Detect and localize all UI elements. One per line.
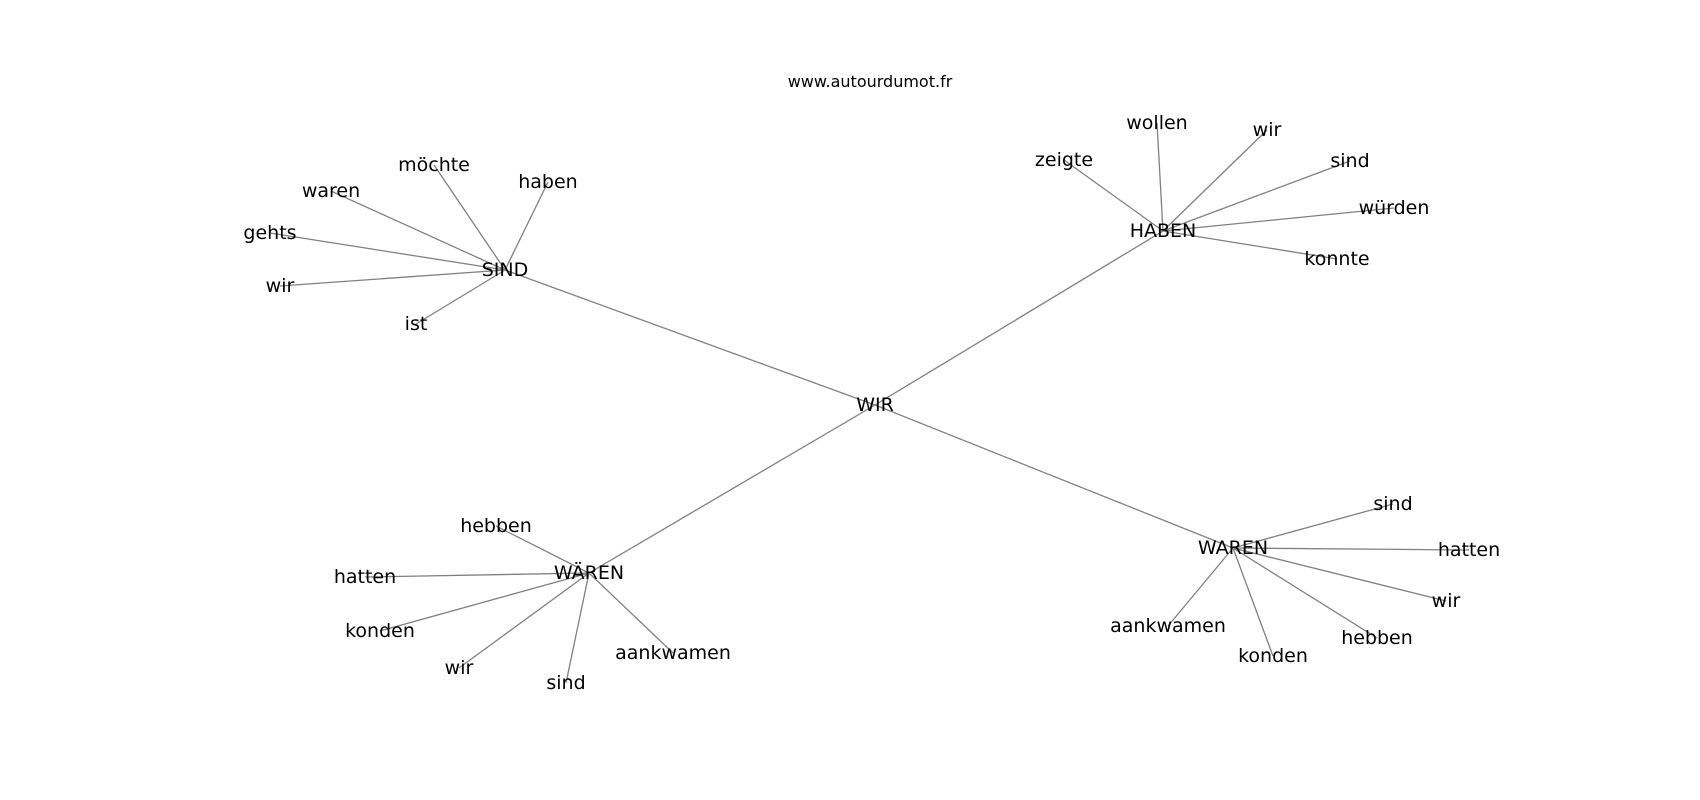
hub-node-label: SIND [482, 259, 529, 281]
word-labels: WIR SIND möchte haben waren gehts wir ist HABEN w… [243, 112, 1500, 694]
leaf-node-label: hatten [334, 566, 396, 588]
source-url: www.autourdumot.fr [788, 72, 953, 91]
edge-center-hub [588, 404, 876, 574]
edge-hub-word [330, 190, 506, 271]
edge-hub-word [1162, 207, 1395, 232]
edge-hub-word [433, 164, 506, 271]
edge-hub-word [458, 572, 590, 669]
leaf-node-label: wir [266, 275, 295, 297]
leaf-node-label: sind [1373, 493, 1412, 515]
edge-hub-word [588, 572, 674, 654]
leaf-node-label: hebben [1341, 627, 1413, 649]
hub-node-label: WÄREN [554, 561, 624, 584]
leaf-node-label: konden [1238, 645, 1308, 667]
edge-center-hub [874, 404, 1234, 549]
leaf-node-label: hatten [1438, 539, 1500, 561]
center-node-label: WIR [856, 394, 894, 416]
edge-hub-word [1162, 230, 1338, 260]
edge-hub-word [1167, 547, 1234, 627]
edge-hub-word [495, 525, 590, 574]
leaf-node-label: gehts [243, 222, 296, 244]
leaf-node-label: haben [518, 171, 577, 193]
edge-hub-word [1232, 547, 1378, 639]
edge-hub-word [1232, 503, 1394, 549]
edge-hub-word [565, 572, 590, 684]
edge-hub-word [1232, 547, 1274, 657]
edge-hub-word [1232, 547, 1447, 602]
edge-hub-word [1156, 122, 1164, 232]
edge-hub-word [269, 232, 506, 271]
edge-hub-word [279, 269, 506, 287]
leaf-node-label: würden [1359, 197, 1430, 219]
edge-center-hub [504, 269, 876, 406]
leaf-node-label: zeigte [1035, 149, 1093, 171]
leaf-node-label: wir [1432, 590, 1461, 612]
edge-hub-word [1162, 160, 1351, 232]
hub-node-label: HABEN [1130, 220, 1197, 242]
leaf-node-label: wir [1253, 119, 1282, 141]
leaf-node-label: aankwamen [1110, 615, 1226, 637]
edge-hub-word [504, 181, 549, 271]
leaf-node-label: ist [405, 313, 428, 335]
hub-node-label: WAREN [1198, 537, 1268, 559]
leaf-node-label: hebben [460, 515, 532, 537]
edge-hub-word [379, 572, 590, 632]
leaf-node-label: sind [1330, 150, 1369, 172]
edge-hub-word [1063, 159, 1164, 232]
leaf-node-label: wir [445, 657, 474, 679]
leaf-node-label: wollen [1126, 112, 1187, 134]
leaf-node-label: möchte [398, 154, 470, 176]
leaf-node-label: waren [302, 180, 360, 202]
edge-center-hub [874, 230, 1164, 406]
edge-hub-word [1232, 547, 1470, 551]
leaf-node-label: konden [345, 620, 415, 642]
leaf-node-label: konnte [1304, 248, 1369, 270]
leaf-node-label: aankwamen [615, 642, 731, 664]
edge-hub-word [364, 572, 590, 578]
leaf-node-label: sind [546, 672, 585, 694]
edge-hub-word [415, 269, 506, 325]
edges [269, 122, 1470, 684]
edge-hub-word [1162, 129, 1268, 232]
